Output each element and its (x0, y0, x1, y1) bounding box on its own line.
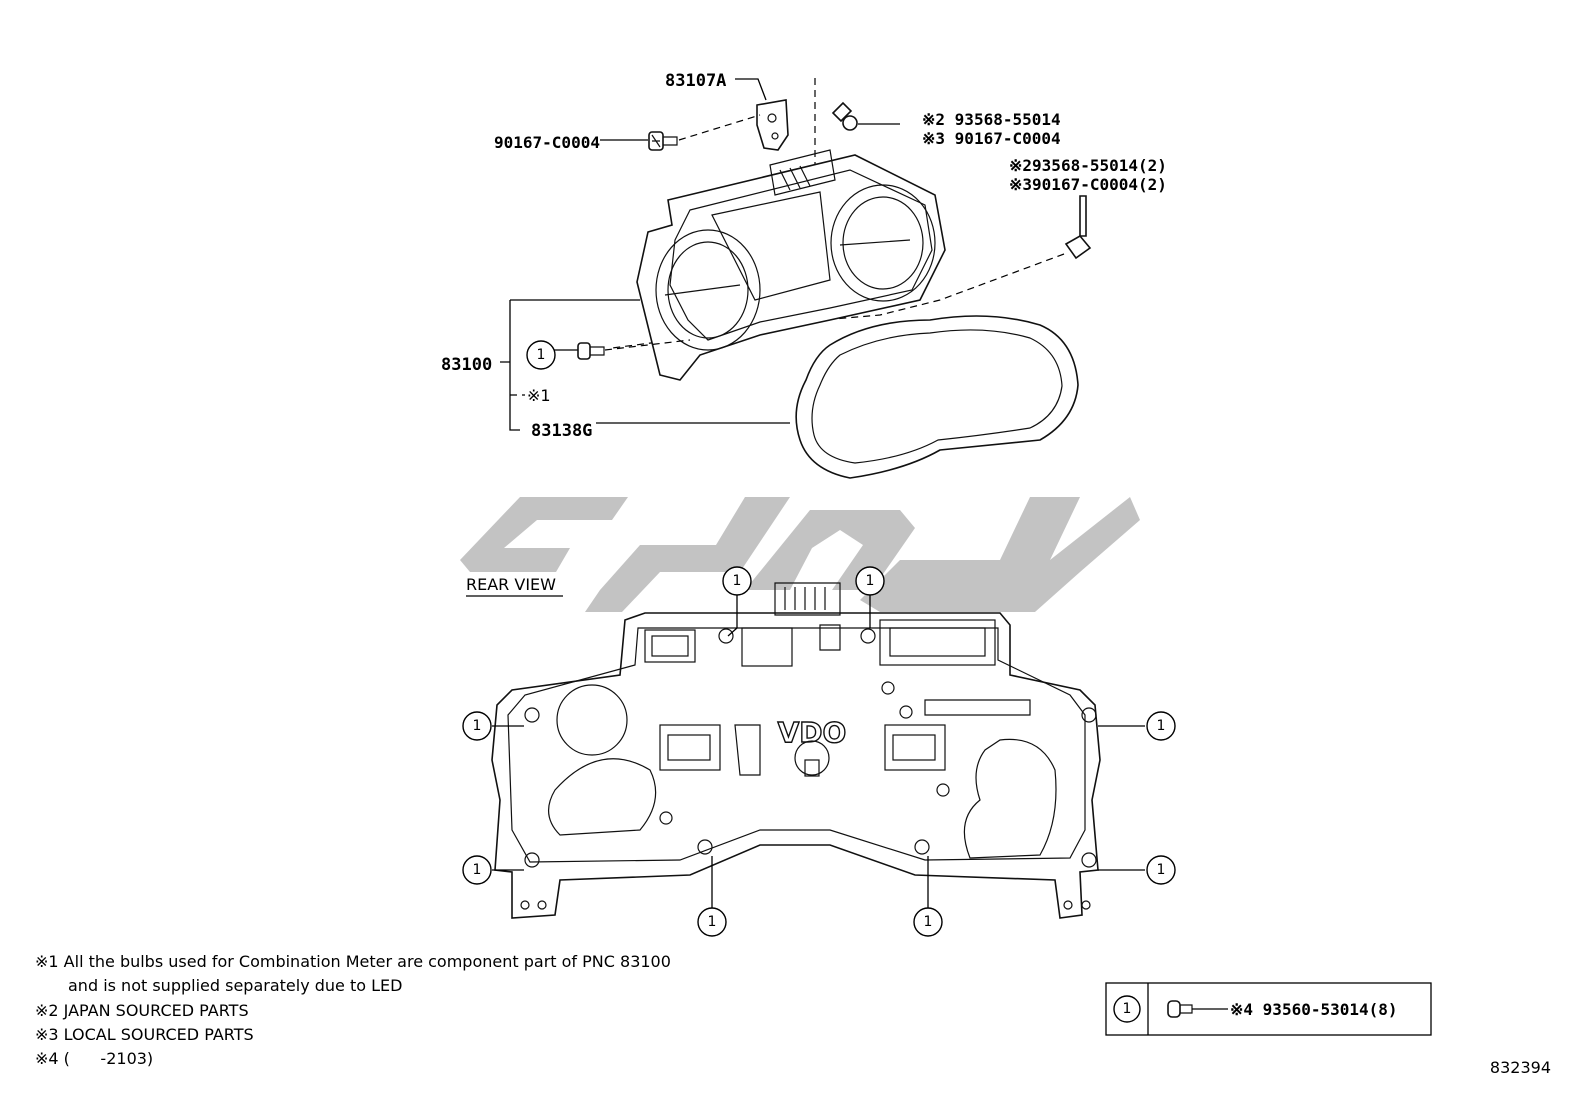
screw-callout-upper (577, 342, 605, 360)
callout-circle-rear-top-right: 1 (855, 566, 885, 596)
label-83100: 83100 (441, 355, 492, 375)
callout-circle-upper: 1 (526, 340, 556, 370)
diagram-id: 832394 (1490, 1058, 1551, 1077)
callout-circle-rear-top-left: 1 (722, 566, 752, 596)
svg-text:1: 1 (733, 573, 742, 589)
label-top-right-2: ※3 90167-C0004 (922, 129, 1061, 148)
svg-text:1: 1 (1157, 862, 1166, 878)
callout-circle-rear-bottom-left: 1 (697, 907, 727, 937)
note-4: ※4 ( -2103) (35, 1049, 153, 1068)
screw-right (1064, 195, 1092, 260)
svg-text:1: 1 (1157, 718, 1166, 734)
legend-callout: 1 (1123, 1001, 1132, 1017)
svg-text:1: 1 (708, 914, 717, 930)
combination-meter-83100 (636, 149, 946, 381)
bracket-83107a (756, 99, 789, 151)
screw-90167-left (648, 131, 678, 151)
vdo-logo: VDO (778, 716, 847, 749)
svg-text:1: 1 (924, 914, 933, 930)
callout-circle-rear-right-upper: 1 (1146, 711, 1176, 741)
notes-block: ※1 All the bulbs used for Combination Me… (35, 952, 671, 1068)
note-3: ※3 LOCAL SOURCED PARTS (35, 1025, 254, 1044)
legend-part: ※4 93560-53014(8) (1230, 1000, 1398, 1019)
svg-text:1: 1 (537, 347, 546, 363)
svg-text:1: 1 (473, 718, 482, 734)
label-90167-left: 90167-C0004 (494, 133, 600, 152)
meter-rear-view (491, 582, 1101, 919)
watermark-logo (460, 497, 1140, 612)
svg-text:1: 1 (473, 862, 482, 878)
label-note-1: ※1 (527, 386, 551, 405)
svg-text:1: 1 (866, 573, 875, 589)
callout-circle-rear-left-lower: 1 (462, 855, 492, 885)
legend-box: 1 ※4 93560-53014(8) (1105, 982, 1432, 1036)
screw-top-right (831, 101, 858, 131)
glass-83138g (795, 315, 1079, 479)
note-1: ※1 All the bulbs used for Combination Me… (35, 952, 671, 971)
label-right-1: ※293568-55014(2) (1009, 156, 1167, 175)
callout-circle-rear-bottom-right: 1 (913, 907, 943, 937)
label-83107a: 83107A (665, 71, 726, 91)
callout-circle-rear-left-upper: 1 (462, 711, 492, 741)
rear-view-label: REAR VIEW (466, 575, 556, 594)
legend-bolt-icon (1167, 1000, 1193, 1018)
label-83138g: 83138G (531, 421, 592, 441)
label-right-2: ※390167-C0004(2) (1009, 175, 1167, 194)
label-top-right-1: ※2 93568-55014 (922, 110, 1061, 129)
note-1-cont: and is not supplied separately due to LE… (68, 976, 402, 995)
callout-circle-rear-right-lower: 1 (1146, 855, 1176, 885)
note-2: ※2 JAPAN SOURCED PARTS (35, 1001, 249, 1020)
